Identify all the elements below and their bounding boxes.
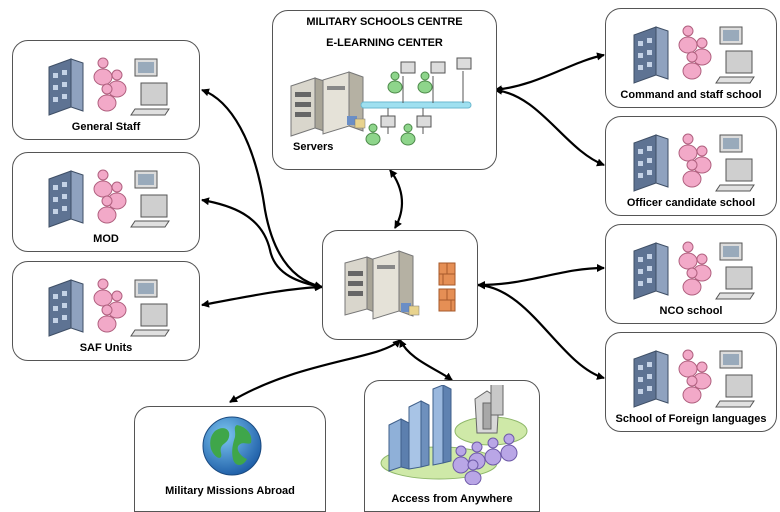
elearning-network-icon [290,57,472,146]
node-saf-units: SAF Units [12,261,200,361]
node-command-staff-school-label: Command and staff school [620,89,762,101]
node-general-staff: General Staff [12,40,200,140]
node-general-staff-label: General Staff [71,121,141,133]
elearning-title-line1: MILITARY SCHOOLS CENTRE [306,16,463,28]
building-people-computer-icon [633,349,755,408]
node-mod: MOD [12,152,200,252]
tower-icon [474,385,504,434]
city-people-icon [380,385,528,485]
arrow-hub-saf-units [201,283,323,308]
globe-icon [202,416,262,476]
building-people-computer-icon [633,133,755,192]
node-officer-candidate-school-label: Officer candidate school [626,197,756,209]
node-access-from-anywhere-label: Access from Anywhere [391,493,513,505]
node-command-staff-school: Command and staff school [605,8,777,108]
arrow-hub-anywhere [399,339,453,381]
arrow-hub-nco [477,264,605,289]
hub-server-firewall-icon [344,250,456,320]
node-military-missions-abroad: Military Missions Abroad [134,406,326,512]
building-people-computer-icon [48,57,170,116]
elearning-title-line2: E-LEARNING CENTER [326,37,443,49]
servers-label: Servers [293,141,334,153]
arrow-hub-elearning [389,169,404,229]
building-people-computer-icon [48,278,170,337]
building-people-computer-icon [633,241,755,300]
node-saf-units-label: SAF Units [79,342,133,354]
node-mod-label: MOD [93,233,119,245]
building-people-computer-icon [48,169,170,228]
building-people-computer-icon [633,25,755,84]
arrow-hub-missions [229,339,401,403]
central-hub-box [322,230,478,340]
firewall-icon [438,262,456,312]
node-nco-school-label: NCO school [659,305,723,317]
node-officer-candidate-school: Officer candidate school [605,116,777,216]
arrow-hub-mod [201,197,323,290]
elearning-center-box: MILITARY SCHOOLS CENTRE E-LEARNING CENTE… [272,10,497,170]
server-tower-icon [290,71,364,137]
skyscraper-icon [388,385,452,472]
node-military-missions-abroad-label: Military Missions Abroad [165,485,295,497]
node-foreign-languages-school: School of Foreign languages [605,332,777,432]
node-access-from-anywhere: Access from Anywhere [364,380,540,512]
arrow-hub-foreign [477,281,605,380]
arrow-elearning-command [494,52,605,94]
node-foreign-languages-school-label: School of Foreign languages [615,413,767,425]
node-nco-school: NCO school [605,224,777,324]
arrow-elearning-officer [494,86,605,167]
